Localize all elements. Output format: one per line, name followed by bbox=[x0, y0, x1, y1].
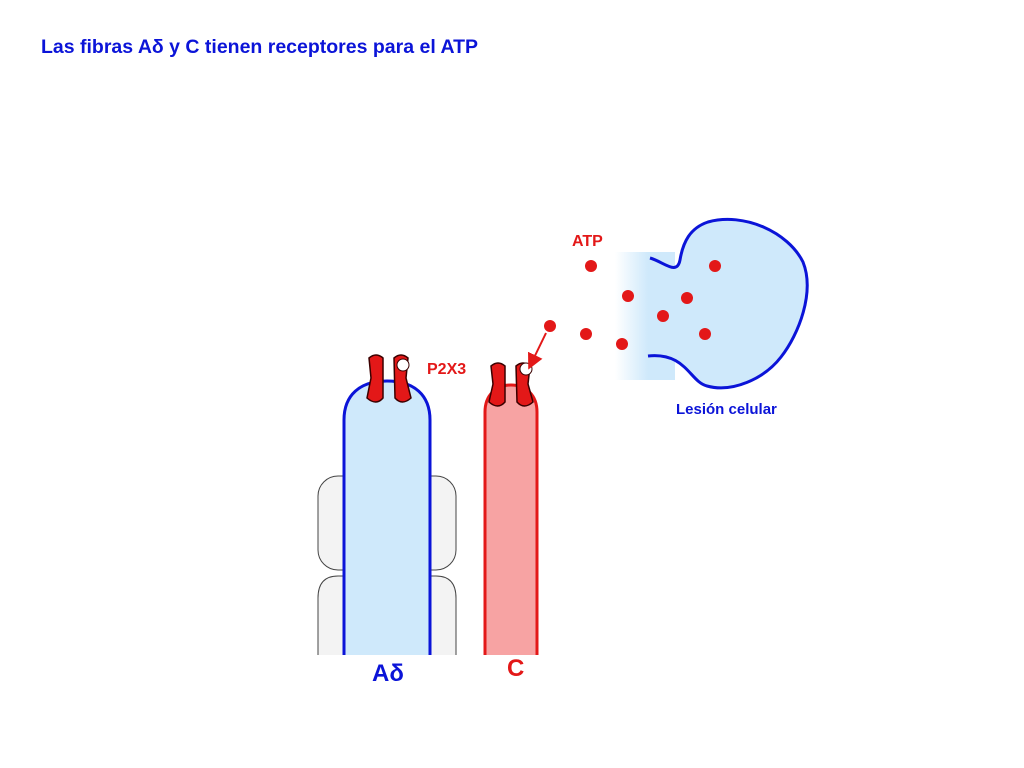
atp-dot bbox=[681, 292, 693, 304]
atp-dot bbox=[657, 310, 669, 322]
atp-molecules bbox=[544, 260, 721, 350]
a-delta-fiber bbox=[342, 379, 432, 655]
atp-label: ATP bbox=[572, 233, 603, 250]
c-fiber bbox=[483, 383, 539, 655]
atp-dot bbox=[616, 338, 628, 350]
slide-title: Las fibras Aδ y C tienen receptores para… bbox=[41, 36, 478, 58]
atp-dot bbox=[622, 290, 634, 302]
atp-dot bbox=[544, 320, 556, 332]
atp-binding-arrow bbox=[528, 332, 547, 370]
a-delta-fiber-label: Aδ bbox=[372, 660, 404, 687]
atp-dot bbox=[580, 328, 592, 340]
injured-cell bbox=[615, 217, 809, 390]
p2x3-receptor-a-delta bbox=[366, 354, 412, 403]
atp-dot bbox=[709, 260, 721, 272]
p2x3-label: P2X3 bbox=[427, 361, 467, 378]
atp-dot bbox=[699, 328, 711, 340]
cell-injury-label: Lesión celular bbox=[676, 401, 777, 418]
p2x3-receptor-c bbox=[488, 362, 534, 407]
c-fiber-label: C bbox=[507, 655, 525, 682]
atp-dot bbox=[585, 260, 597, 272]
